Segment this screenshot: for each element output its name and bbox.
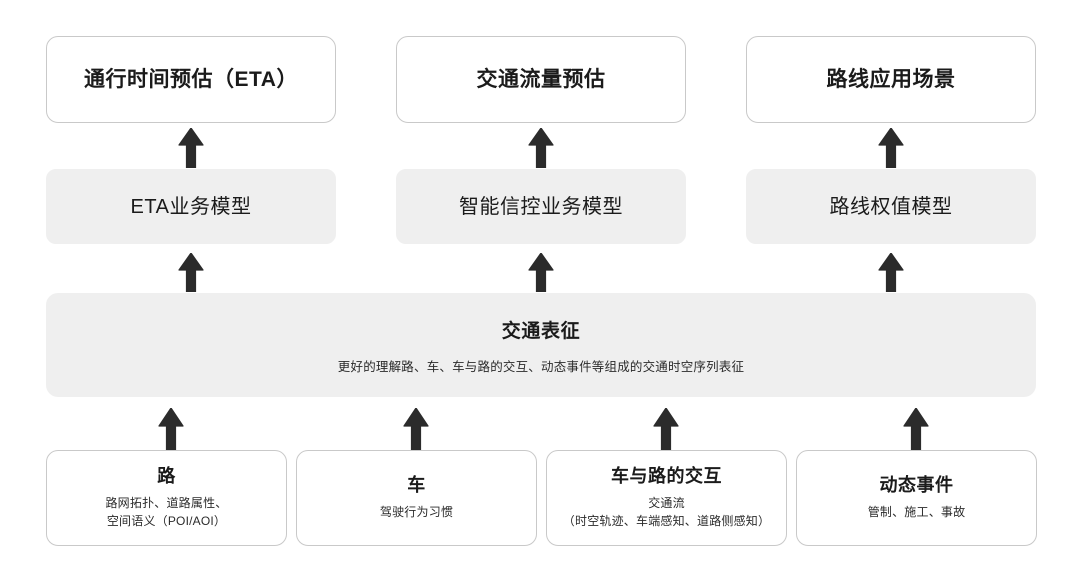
representation-band[interactable]: 交通表征 更好的理解路、车、车与路的交互、动态事件等组成的交通时空序列表征	[46, 293, 1036, 397]
source-box-interaction-detail-line: （时空轨迹、车端感知、道路侧感知）	[562, 514, 771, 529]
source-box-interaction-detail: 交通流 （时空轨迹、车端感知、道路侧感知）	[563, 494, 770, 531]
arrow-source-interaction-to-representation	[653, 408, 679, 450]
source-box-interaction-label: 车与路的交互	[611, 466, 722, 487]
source-box-road[interactable]: 路 路网拓扑、道路属性、 空间语义（POI/AOI）	[46, 450, 287, 546]
application-box-route[interactable]: 路线应用场景	[746, 36, 1036, 123]
source-box-interaction[interactable]: 车与路的交互 交通流 （时空轨迹、车端感知、道路侧感知）	[546, 450, 787, 546]
source-box-vehicle-label: 车	[407, 475, 426, 496]
model-box-eta[interactable]: ETA业务模型	[46, 169, 336, 244]
source-box-road-detail-line: 空间语义（POI/AOI）	[106, 514, 227, 529]
source-box-dynamic-event-label: 动态事件	[879, 475, 954, 496]
arrow-model-to-application-route	[878, 128, 904, 168]
model-box-eta-label: ETA业务模型	[130, 195, 252, 218]
application-box-eta-label: 通行时间预估（ETA）	[84, 67, 298, 91]
arrow-representation-to-model-eta	[178, 253, 204, 292]
arrow-source-event-to-representation	[903, 408, 929, 450]
application-box-traffic-flow[interactable]: 交通流量预估	[396, 36, 686, 123]
arrow-source-vehicle-to-representation	[403, 408, 429, 450]
source-box-interaction-detail-line: 交通流	[648, 495, 685, 510]
arrow-representation-to-model-route	[878, 253, 904, 292]
source-box-vehicle-detail-line: 驾驶行为习惯	[379, 504, 454, 519]
model-box-signal-control-label: 智能信控业务模型	[459, 195, 623, 218]
arrow-model-to-application-flow	[528, 128, 554, 168]
source-box-road-label: 路	[157, 466, 176, 487]
representation-band-subtitle: 更好的理解路、车、车与路的交互、动态事件等组成的交通时空序列表征	[337, 359, 745, 374]
source-box-dynamic-event-detail: 管制、施工、事故	[868, 503, 966, 522]
source-box-road-detail: 路网拓扑、道路属性、 空间语义（POI/AOI）	[105, 494, 227, 531]
model-box-route-weight-label: 路线权值模型	[829, 195, 953, 218]
application-box-eta[interactable]: 通行时间预估（ETA）	[46, 36, 336, 123]
source-box-dynamic-event-detail-line: 管制、施工、事故	[867, 504, 966, 519]
model-box-route-weight[interactable]: 路线权值模型	[746, 169, 1036, 244]
model-box-signal-control[interactable]: 智能信控业务模型	[396, 169, 686, 244]
source-box-dynamic-event[interactable]: 动态事件 管制、施工、事故	[796, 450, 1037, 546]
source-box-vehicle[interactable]: 车 驾驶行为习惯	[296, 450, 537, 546]
representation-band-title: 交通表征	[501, 320, 581, 342]
arrow-representation-to-model-flow	[528, 253, 554, 292]
arrow-source-road-to-representation	[158, 408, 184, 450]
arrow-model-to-application-eta	[178, 128, 204, 168]
source-box-vehicle-detail: 驾驶行为习惯	[380, 503, 453, 522]
source-box-road-detail-line: 路网拓扑、道路属性、	[105, 495, 228, 510]
application-box-route-label: 路线应用场景	[826, 67, 956, 91]
application-box-traffic-flow-label: 交通流量预估	[476, 67, 606, 91]
